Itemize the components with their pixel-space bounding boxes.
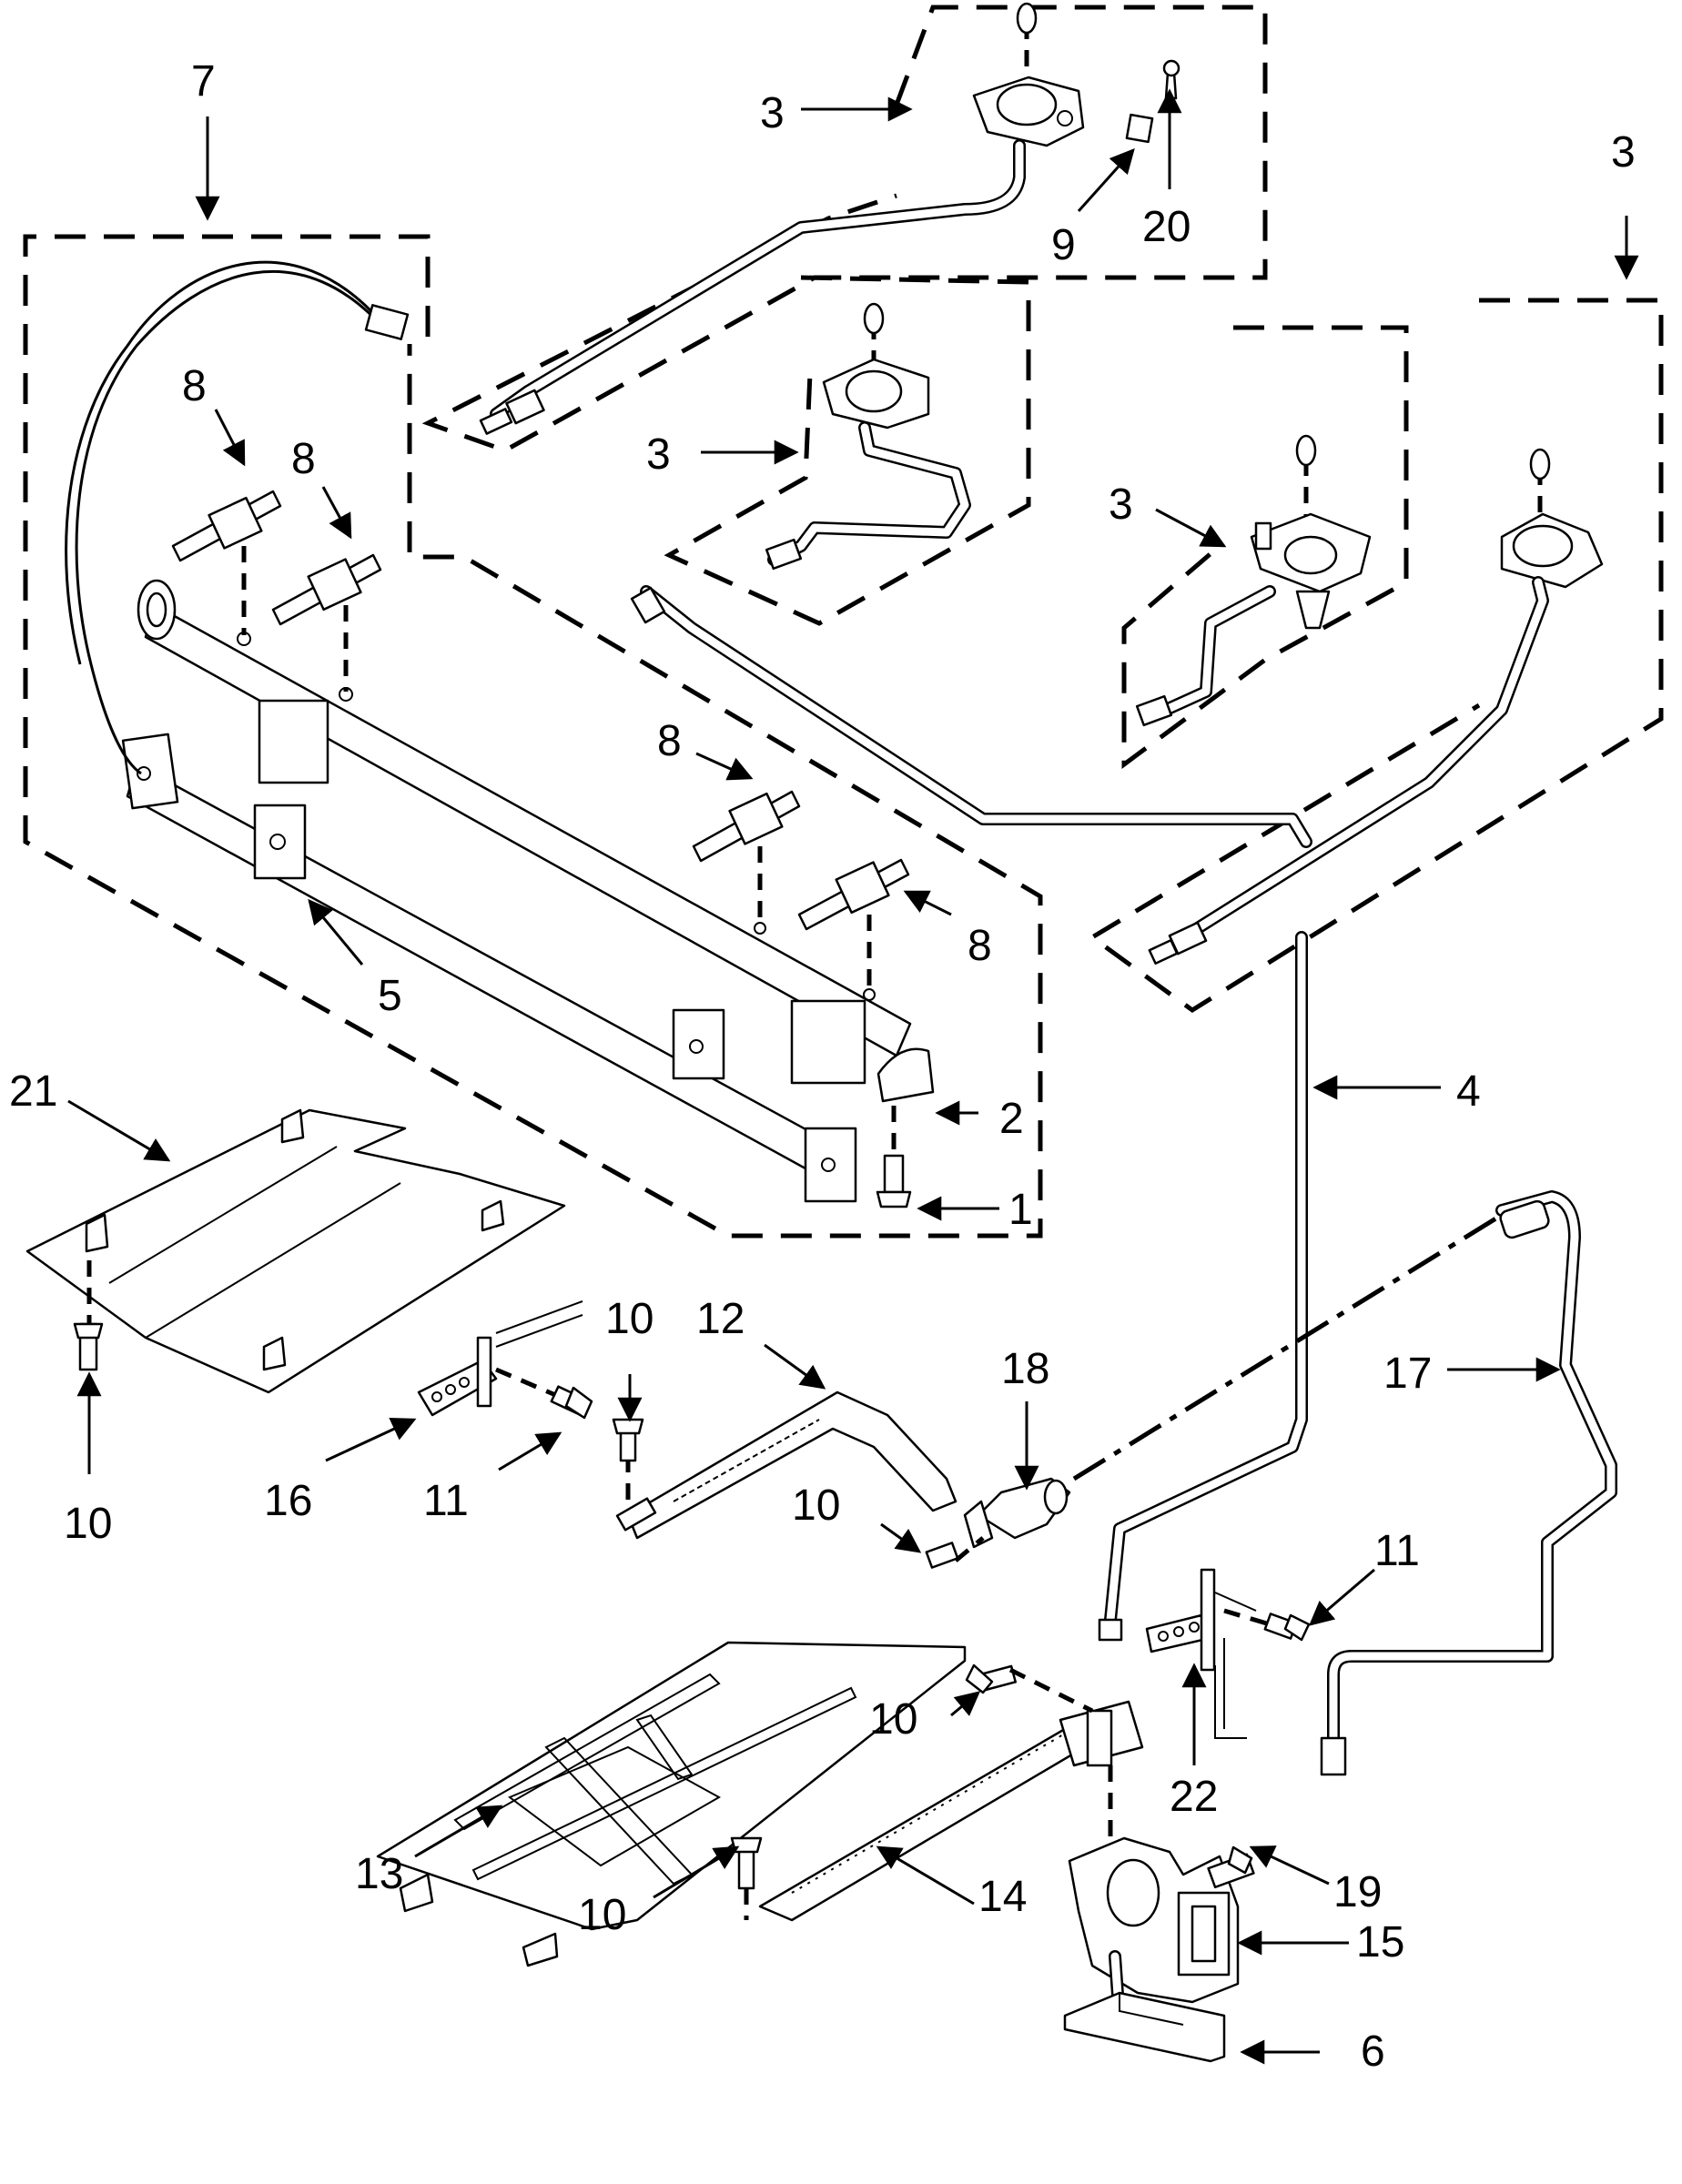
callout-11-left: 11 (423, 1477, 469, 1525)
callout-11-right: 11 (1374, 1527, 1420, 1575)
callout-7: 7 (191, 57, 216, 106)
valve-top (479, 2, 1180, 435)
bake-burner-tube (730, 1663, 1144, 1922)
callout-3-top: 3 (760, 89, 785, 137)
callout-15: 15 (1356, 1918, 1404, 1967)
leader-arrows (67, 88, 1639, 2065)
callout-3-third: 3 (1109, 480, 1133, 529)
valve-bracket (1063, 1991, 1226, 2063)
callout-8-d: 8 (968, 922, 992, 970)
bake-burner-baffle (376, 1641, 967, 1967)
valve-right (1148, 448, 1604, 965)
igniter-switch-group (171, 490, 910, 1001)
elbow-fitting (925, 1477, 1071, 1569)
supply-tube (630, 585, 1312, 1642)
callout-6: 6 (1361, 2027, 1385, 2076)
group-outlines (23, 5, 1664, 1239)
callout-3-second: 3 (646, 430, 671, 479)
callout-4: 4 (1456, 1067, 1481, 1116)
callout-10-left: 10 (64, 1500, 112, 1548)
callout-2: 2 (999, 1095, 1024, 1143)
callout-21: 21 (9, 1067, 57, 1116)
callout-19: 19 (1333, 1868, 1382, 1916)
callout-10-bottom: 10 (578, 1891, 626, 1939)
callout-8-c: 8 (657, 717, 682, 765)
valve-second (765, 302, 971, 571)
dash-dot-line (1072, 1212, 1504, 1481)
callout-18: 18 (1001, 1345, 1049, 1393)
callout-9: 9 (1051, 221, 1076, 269)
callout-20: 20 (1142, 203, 1191, 251)
oven-valve (1068, 1765, 1255, 2031)
clamp (876, 1047, 935, 1208)
tube-17 (1320, 1190, 1617, 1776)
callout-8-b: 8 (291, 435, 316, 483)
callout-3-right: 3 (1611, 128, 1636, 177)
callout-5: 5 (378, 972, 402, 1020)
broil-shield-plate (25, 1108, 566, 1394)
callout-10-center: 10 (792, 1481, 840, 1530)
orifice-holder-16 (417, 1300, 593, 1420)
callout-12: 12 (696, 1295, 745, 1343)
valve-third (1135, 434, 1372, 727)
callout-13: 13 (355, 1850, 403, 1898)
callout-10-mid: 10 (605, 1295, 654, 1343)
callout-14: 14 (978, 1873, 1027, 1921)
broil-burner-tube (612, 1390, 958, 1540)
callout-17: 17 (1383, 1350, 1432, 1398)
callout-16: 16 (264, 1477, 312, 1525)
callout-22: 22 (1170, 1773, 1218, 1821)
orifice-holder-22 (1145, 1568, 1311, 1739)
callout-1: 1 (1008, 1186, 1033, 1234)
callout-10-lower: 10 (869, 1695, 917, 1744)
callout-8-a: 8 (182, 362, 207, 410)
manifold-pipe (65, 260, 912, 1203)
callout-labels: 3 9 20 3 3 3 7 8 8 8 8 5 2 1 4 21 10 16 … (9, 57, 1636, 2076)
